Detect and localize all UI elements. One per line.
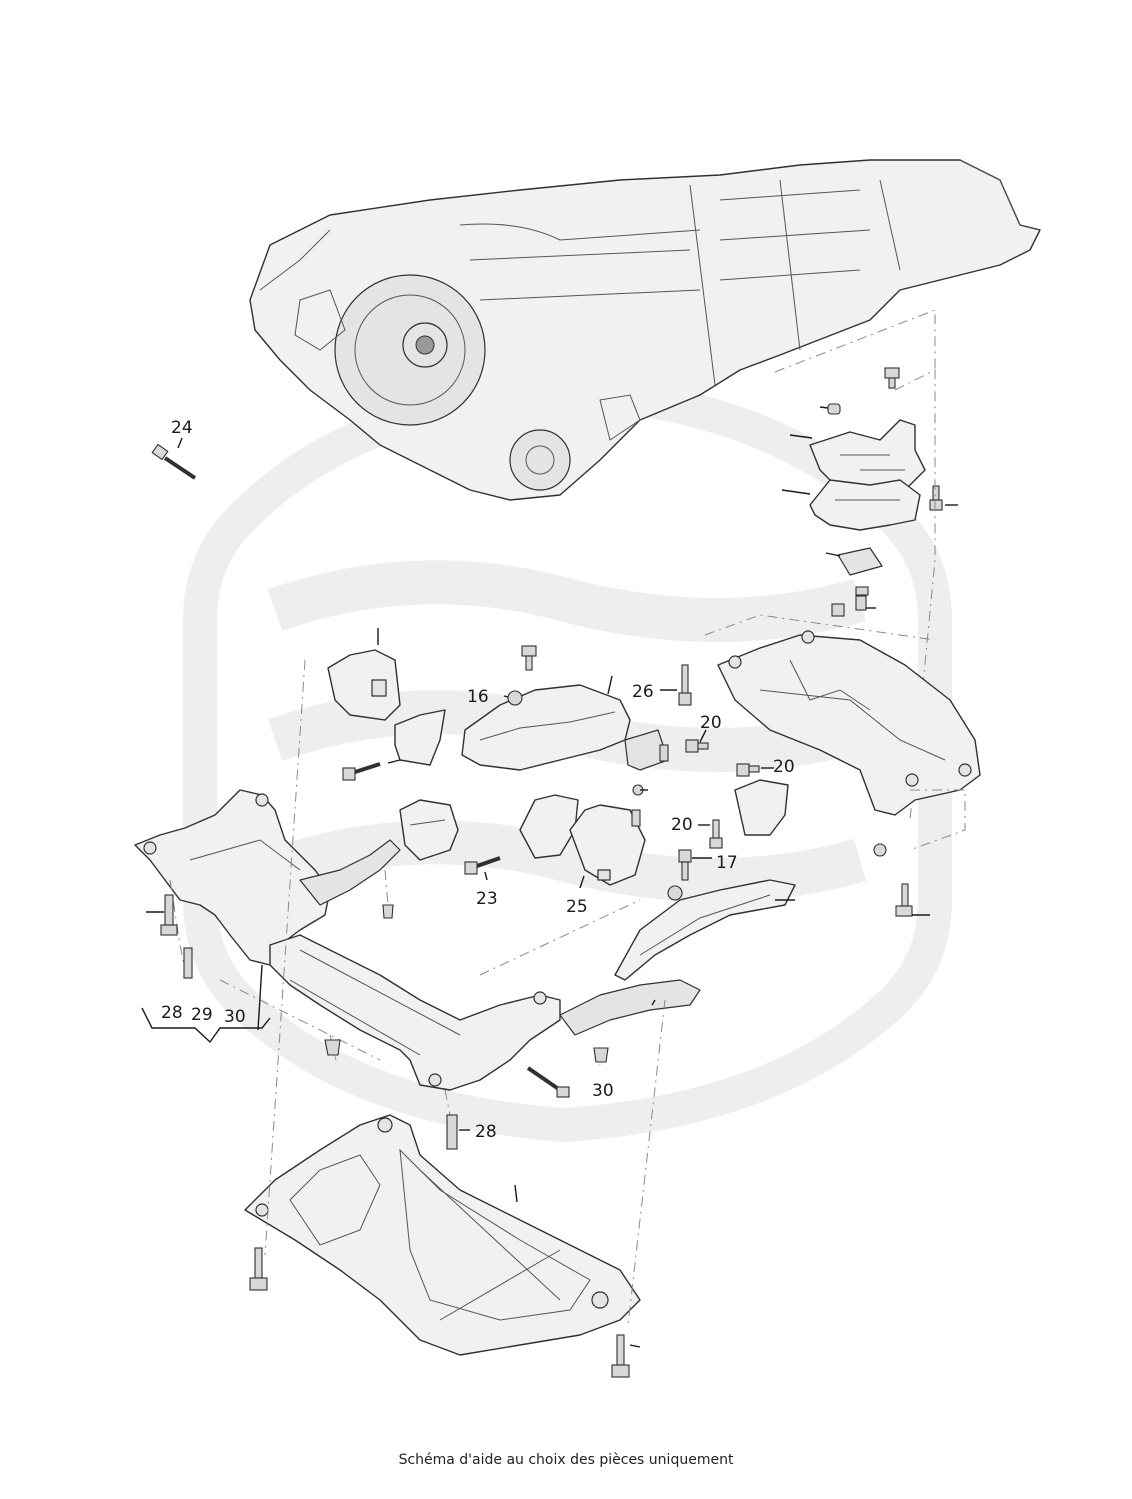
bolt-20b xyxy=(736,763,760,777)
callout-20-middle: 20 xyxy=(773,757,795,777)
heat-shield-lower xyxy=(614,879,796,981)
bolt-top-16 xyxy=(521,645,537,671)
nut-center xyxy=(632,784,683,901)
callout-28: 28 xyxy=(475,1122,497,1142)
bolt-skid-left xyxy=(249,1247,268,1291)
callout-29-group: 29 xyxy=(191,1005,213,1025)
callout-24: 24 xyxy=(171,418,193,438)
callout-30: 30 xyxy=(592,1081,614,1101)
bolt-24 xyxy=(151,443,197,480)
fasteners xyxy=(151,443,913,1378)
right-subframe-bracket xyxy=(704,614,981,851)
callout-17: 17 xyxy=(716,853,738,873)
bolt-20c xyxy=(709,819,723,849)
stud-28 xyxy=(446,1114,458,1150)
diagram-caption: Schéma d'aide au choix des pièces unique… xyxy=(398,1452,734,1468)
bolt-23 xyxy=(464,856,501,875)
heat-shield-center xyxy=(461,675,669,771)
center-mount-brackets xyxy=(519,779,789,886)
callout-28-group: 28 xyxy=(161,1003,183,1023)
callout-26: 26 xyxy=(632,682,654,702)
nut-30 xyxy=(593,1047,609,1063)
bolt-center-small xyxy=(631,744,669,827)
underbody-skid-plate xyxy=(244,1114,641,1356)
bolt-17 xyxy=(678,849,692,881)
left-engine-mount xyxy=(327,628,459,861)
callout-30-group: 30 xyxy=(224,1007,246,1027)
bolt-20a xyxy=(685,739,709,753)
callout-20-upper: 20 xyxy=(700,713,722,733)
right-mount-bracket-upper xyxy=(774,309,958,821)
bolt-left-mount xyxy=(342,762,381,781)
bolt-long-center xyxy=(526,1066,570,1098)
transmission xyxy=(249,159,1041,501)
callout-25: 25 xyxy=(566,897,588,917)
bolt-left-vertical xyxy=(160,894,394,1056)
callout-labels: 16 26 20 20 20 17 24 23 25 28 29 30 30 2… xyxy=(161,418,795,1142)
nut-16 xyxy=(507,690,523,706)
callout-16: 16 xyxy=(467,687,489,707)
front-crossmember xyxy=(134,789,701,1091)
callout-20-lower: 20 xyxy=(671,815,693,835)
callout-23: 23 xyxy=(476,889,498,909)
leader-lines xyxy=(141,437,930,1348)
bolt-skid-right xyxy=(611,1334,630,1378)
bolt-26 xyxy=(678,664,692,706)
bolt-right-lower xyxy=(873,843,913,917)
